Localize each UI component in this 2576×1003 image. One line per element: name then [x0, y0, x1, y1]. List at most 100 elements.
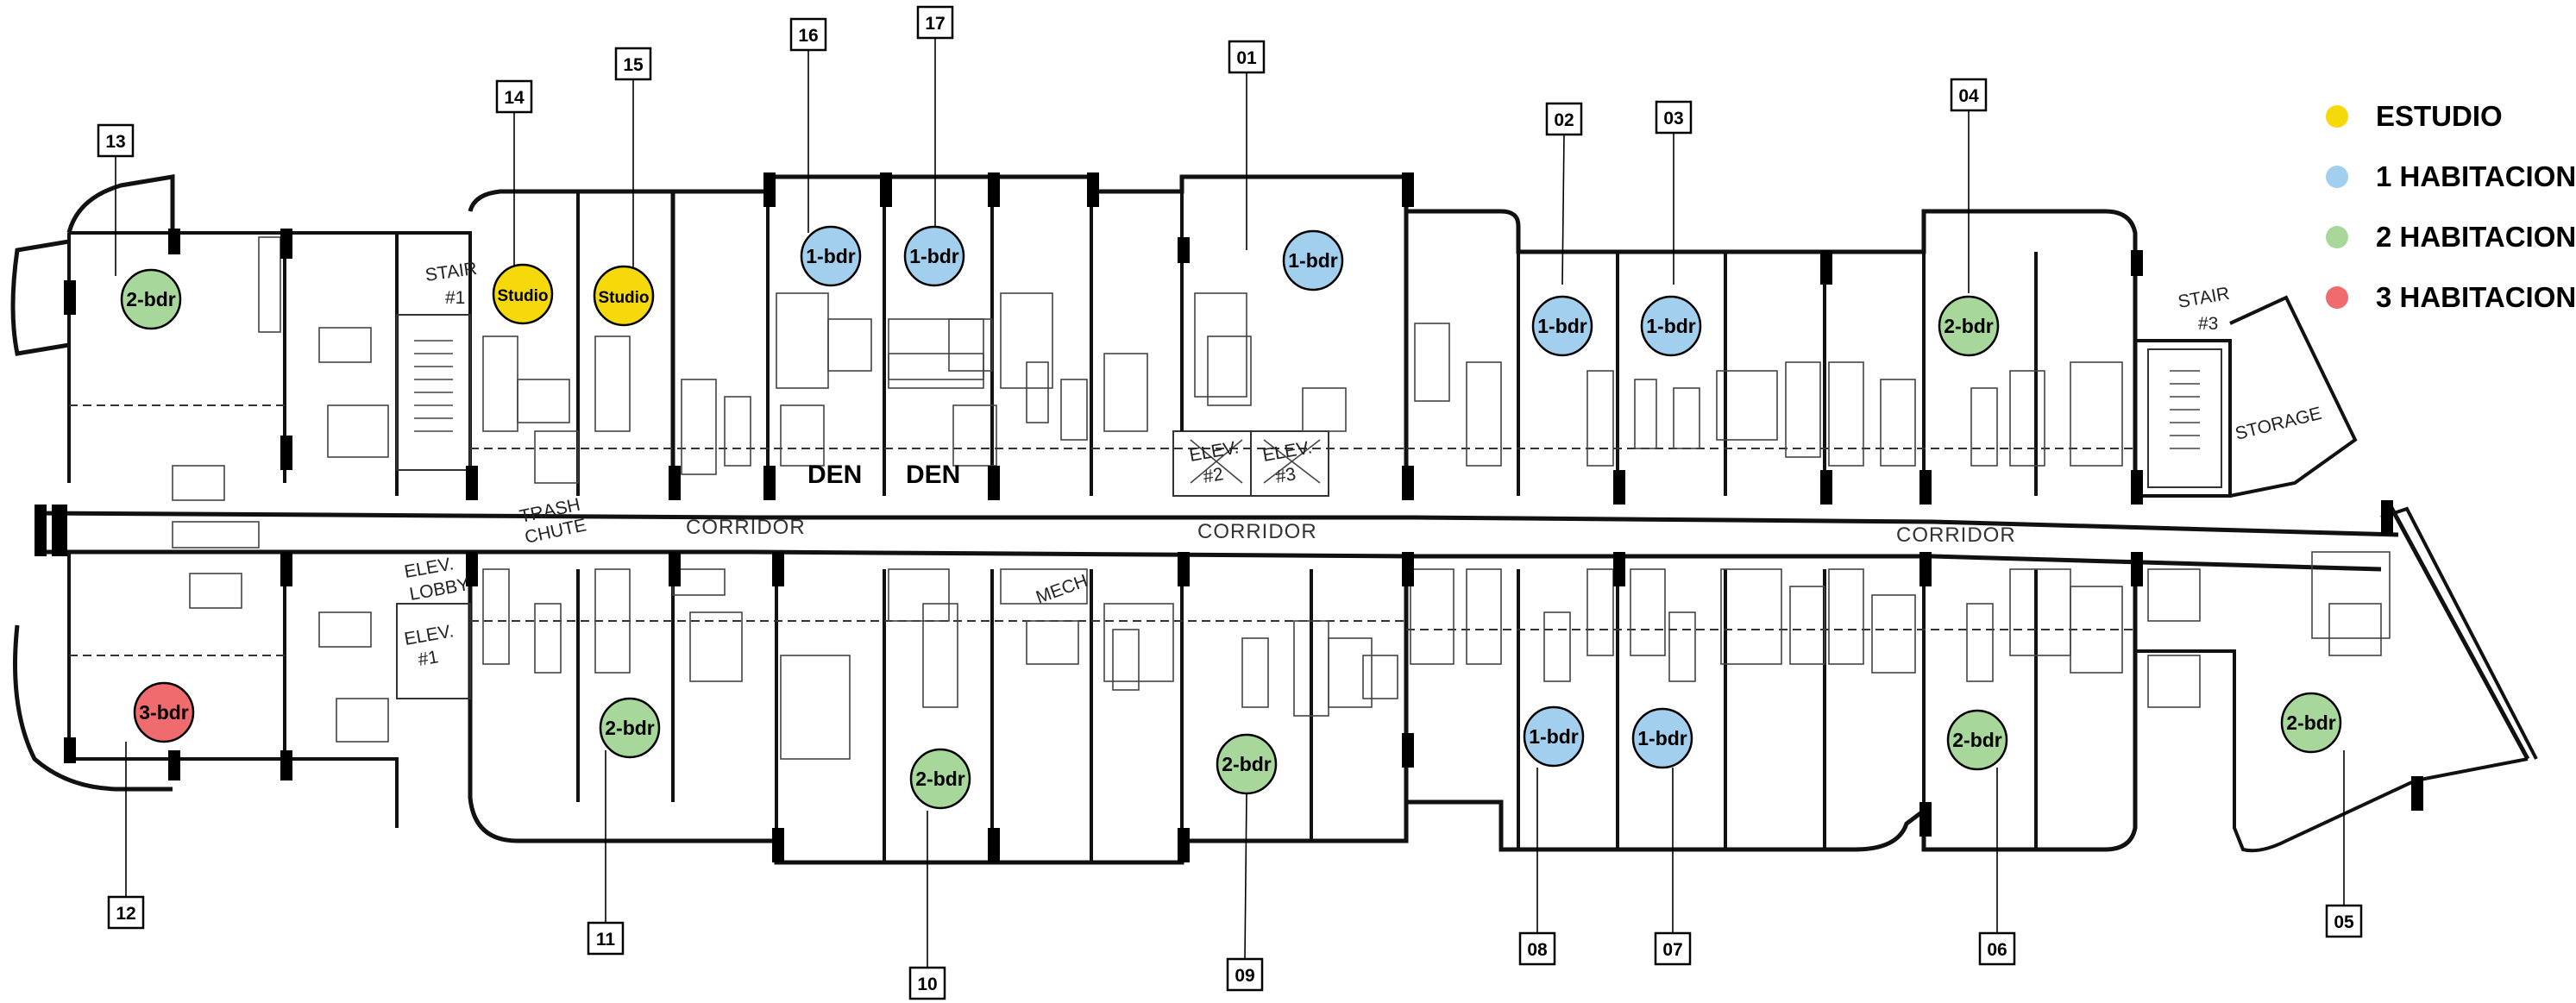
unit-number: 05	[2334, 912, 2354, 932]
elev-2-label: ELEV.	[1188, 437, 1241, 466]
legend-label-2-bedroom: 2 HABITACION	[2376, 221, 2576, 253]
den-label: DEN	[906, 461, 960, 489]
unit-type-legend: ESTUDIO 1 HABITACION 2 HABITACION 3 HABI…	[2312, 86, 2576, 328]
legend-item-2-bedroom: 2 HABITACION	[2312, 207, 2576, 267]
unit-13: 13 2-bdr	[97, 123, 182, 330]
unit-12: 123-bdr	[107, 681, 195, 930]
unit-number-tag	[1226, 957, 1264, 992]
unit-type-marker	[903, 225, 965, 287]
stair-1-number: #1	[445, 288, 465, 308]
corridor-label: CORRIDOR	[1896, 523, 2016, 547]
unit-type-marker	[1282, 229, 1344, 291]
unit-number: 17	[925, 14, 945, 34]
unit-number: 10	[917, 975, 937, 994]
unit-number-tag	[1950, 78, 1988, 112]
unit-number: 07	[1662, 940, 1682, 960]
unit-number: 09	[1235, 966, 1254, 986]
legend-item-studio: ESTUDIO	[2312, 86, 2540, 147]
unit-number: 02	[1554, 110, 1574, 130]
unit-03: 031-bdr	[1640, 100, 1702, 357]
unit-number-tag	[908, 966, 946, 1000]
legend-item-3-bedroom: 3 HABITACION	[2312, 267, 2576, 328]
unit-number: 04	[1958, 86, 1979, 106]
unit-number-tag	[495, 79, 533, 114]
unit-number-tag	[1228, 40, 1266, 74]
unit-type-label: 2-bdr	[1952, 729, 2002, 751]
unit-16: 161-bdr	[789, 17, 862, 287]
unit-type-marker	[599, 697, 661, 759]
unit-number-tag	[97, 123, 135, 158]
unit-type-label: Studio	[598, 289, 649, 307]
unit-type-label: 1-bdr	[1637, 727, 1687, 749]
den-label: DEN	[807, 461, 862, 489]
unit-number: 11	[596, 930, 616, 950]
elev-1-number: #1	[417, 647, 440, 670]
unit-number-tag	[1545, 102, 1583, 136]
legend-label-studio: ESTUDIO	[2376, 100, 2503, 132]
unit-type-marker	[1631, 707, 1693, 769]
elev-3-label: ELEV.	[1261, 437, 1314, 466]
unit-number-tag	[1654, 931, 1692, 966]
unit-type-label: 2-bdr	[915, 768, 965, 790]
unit-type-marker	[909, 748, 971, 810]
unit-type-marker	[492, 263, 554, 325]
unit-type-marker	[1531, 295, 1593, 357]
legend-dot-3-bedroom	[2326, 286, 2348, 309]
leader-line	[1561, 134, 1565, 285]
unit-05: 05 2-bdr	[2280, 692, 2363, 938]
unit-01: 01 1-bdr	[1228, 40, 1344, 291]
mech-label: MECH	[1034, 571, 1090, 608]
unit-markers: 011-bdr021-bdr031-bdr042-bdr052-bdr062-b…	[97, 5, 2363, 1000]
unit-type-marker	[133, 681, 195, 743]
unit-type-label: Studio	[497, 287, 548, 305]
unit-number-tag	[789, 17, 827, 52]
unit-number-tag	[1978, 931, 2016, 966]
unit-number-tag	[916, 5, 954, 40]
fixtures	[172, 236, 2391, 760]
unit-number-tag	[107, 895, 145, 930]
elev-2-number: #2	[1202, 464, 1225, 487]
unit-type-marker	[800, 225, 862, 287]
leader-line	[1244, 793, 1247, 960]
stair-3-label: STAIR	[2177, 284, 2231, 312]
unit-08: 08 1-bdr	[1518, 705, 1585, 966]
unit-number: 15	[623, 55, 644, 75]
unit-09: 092-bdr	[1216, 733, 1278, 992]
unit-type-label: 1-bdr	[1646, 315, 1696, 337]
unit-11: 112-bdr	[587, 697, 661, 956]
unit-type-marker	[1216, 733, 1278, 795]
unit-type-label: 3-bdr	[139, 701, 189, 724]
legend-dot-2-bedroom	[2326, 226, 2348, 248]
unit-number-tag	[1655, 100, 1693, 135]
unit-type-label: 2-bdr	[1944, 315, 1994, 337]
unit-number: 14	[504, 88, 525, 108]
elev-1-label: ELEV.	[403, 621, 456, 649]
elev-3-number: #3	[1274, 464, 1297, 487]
unit-type-marker	[1523, 705, 1585, 768]
unit-number: 01	[1236, 48, 1257, 68]
unit-type-label: 1-bdr	[909, 245, 959, 267]
unit-type-label: 1-bdr	[1288, 249, 1338, 272]
unit-type-label: 2-bdr	[2286, 712, 2336, 734]
unit-number: 08	[1527, 940, 1548, 960]
legend-label-3-bedroom: 3 HABITACION	[2376, 281, 2576, 313]
unit-number-tag	[614, 47, 652, 81]
unit-10: 10 2-bdr	[908, 748, 971, 1000]
unit-type-label: 1-bdr	[1529, 725, 1579, 748]
unit-type-marker	[1946, 709, 2008, 771]
unit-type-marker	[120, 268, 182, 330]
unit-type-marker	[1938, 295, 2000, 357]
unit-number: 16	[798, 26, 818, 46]
legend-dot-1-bedroom	[2326, 166, 2348, 188]
unit-number: 13	[105, 132, 125, 152]
unit-04: 04 2-bdr	[1938, 78, 2000, 357]
legend-dot-studio	[2326, 105, 2348, 128]
unit-type-marker	[2280, 692, 2342, 754]
unit-number-tag	[1518, 931, 1556, 966]
unit-type-label: 2-bdr	[126, 288, 176, 310]
unit-type-marker	[1640, 295, 1702, 357]
unit-type-label: 1-bdr	[1537, 315, 1587, 337]
